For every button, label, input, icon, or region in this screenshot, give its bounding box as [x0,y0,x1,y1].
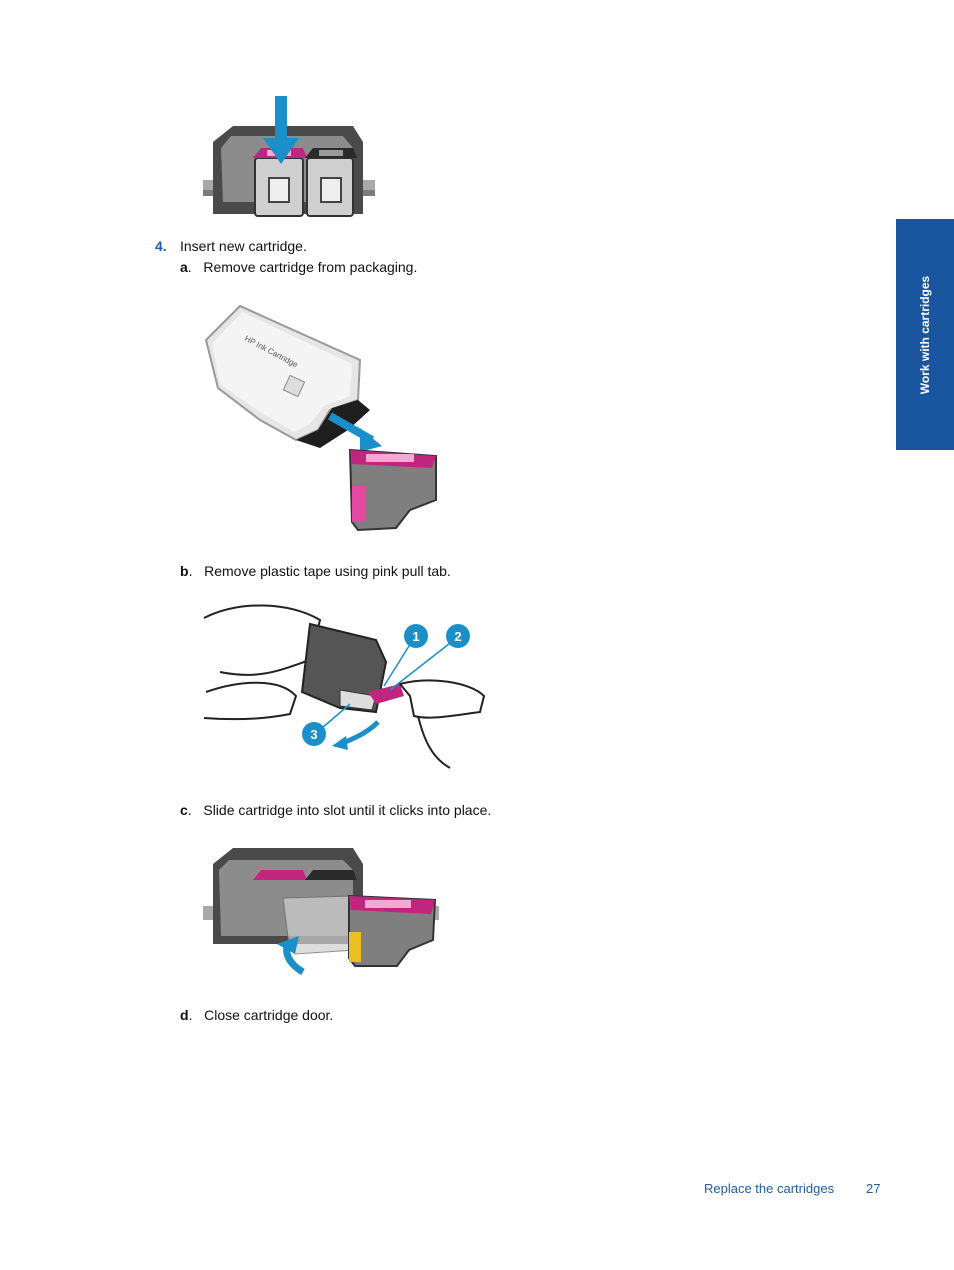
footer-section-title: Replace the cartridges [704,1181,835,1196]
substep-text: Close cartridge door. [204,1007,334,1023]
substep-text: Slide cartridge into slot until it click… [203,802,492,818]
substep-letter: d [180,1007,189,1023]
callout-1: 1 [412,629,419,644]
callout-3: 3 [310,727,317,742]
pull-tab-figure: 1 2 3 [203,604,486,769]
step-text: Insert new cartridge. [180,238,307,254]
chapter-side-label: Work with cartridges [918,275,932,394]
substep-d: d. Close cartridge door. [180,1007,334,1023]
step-number: 4. [155,238,167,254]
substep-a: a. Remove cartridge from packaging. [180,259,418,275]
chapter-side-tab: Work with cartridges [896,219,954,450]
substep-letter: a [180,259,188,275]
substep-text: Remove cartridge from packaging. [203,259,418,275]
footer-page-number: 27 [866,1181,881,1196]
substep-letter: b [180,563,189,579]
cartridge-carriage-figure [203,96,375,217]
substep-b: b. Remove plastic tape using pink pull t… [180,563,451,579]
substep-c: c. Slide cartridge into slot until it cl… [180,802,492,818]
callout-2: 2 [454,629,461,644]
substep-letter: c [180,802,188,818]
substep-text: Remove plastic tape using pink pull tab. [204,563,451,579]
slide-in-figure [203,848,439,976]
packaging-figure: HP Ink Cartridge [204,304,437,532]
